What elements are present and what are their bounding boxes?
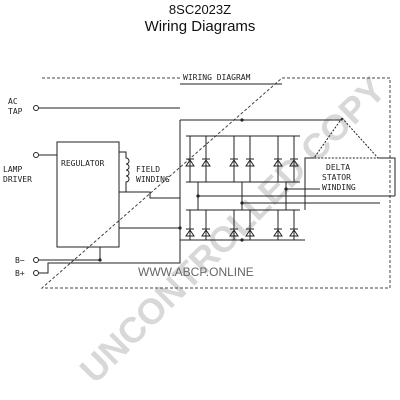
lamp-driver-terminal [33, 152, 39, 158]
frame-title: WIRING DIAGRAM [183, 73, 251, 82]
part-number-title: 8SC2023Z [168, 2, 232, 17]
stator-winding-label: WINDING [322, 183, 356, 192]
rectifier-diode-row [185, 209, 300, 240]
b-plus-label: B+ [15, 269, 25, 278]
regulator-label: REGULATOR [61, 159, 105, 168]
lamp-label: LAMP [3, 165, 22, 174]
stator-lead-top [305, 118, 343, 121]
watermark-text: UNCONTROLLED COPY [72, 69, 394, 391]
b-plus-terminal [33, 270, 39, 276]
b-minus-terminal [33, 257, 39, 263]
b-plus-wire [39, 240, 181, 274]
delta-label: DELTA [326, 163, 350, 172]
ac-label: AC [8, 97, 18, 106]
phase-connections [98, 118, 395, 262]
tap-label: TAP [8, 107, 23, 116]
driver-label: DRIVER [3, 175, 32, 184]
regulator-box [56, 141, 120, 248]
delta-stator-triangle [313, 117, 380, 159]
b-minus-label: B− [15, 256, 25, 265]
watermark-url: WWW.ABCP.ONLINE [138, 265, 254, 279]
diagram-frame [40, 77, 391, 289]
field-label: FIELD [136, 165, 160, 174]
winding-label: WINDING [136, 175, 170, 184]
ac-tap-terminal [33, 105, 39, 111]
stator-lead-right [378, 157, 396, 196]
stator-lead-left [304, 157, 314, 210]
stator-label: STATOR [322, 173, 351, 182]
wiring-diagrams-subtitle: Wiring Diagrams [144, 18, 256, 35]
field-winding-coil [119, 151, 130, 193]
b-minus-wire [39, 247, 101, 261]
field-to-bridge-wire [126, 191, 180, 199]
diode-trio-row [185, 135, 300, 183]
